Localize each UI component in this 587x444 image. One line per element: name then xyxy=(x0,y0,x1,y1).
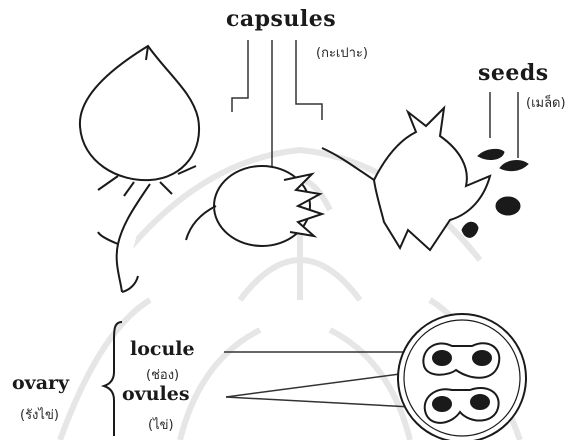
ovule xyxy=(473,351,491,365)
ovule xyxy=(433,351,451,365)
seed xyxy=(500,161,528,171)
capsules-label: capsules xyxy=(226,6,336,32)
seed xyxy=(462,222,478,237)
ovules-label: ovules xyxy=(122,383,190,405)
capsules-thai-label: (กะเปาะ) xyxy=(316,42,368,63)
ovule xyxy=(471,395,489,409)
closed-capsule xyxy=(80,46,199,292)
ovule xyxy=(433,397,451,411)
seed xyxy=(496,197,520,215)
ovules-thai-label: (ไข่) xyxy=(148,414,174,435)
splitting-capsule xyxy=(186,166,322,246)
ovary-thai-label: (รังไข่) xyxy=(20,404,59,425)
seed xyxy=(478,149,504,159)
ovary-cross-section xyxy=(398,314,526,440)
seeds-thai-label: (เมล็ด) xyxy=(526,92,566,113)
locule-thai-label: (ช่อง) xyxy=(146,364,179,385)
ovary-label: ovary xyxy=(12,372,69,394)
seeds-label: seeds xyxy=(478,60,549,86)
locule-label: locule xyxy=(130,338,195,360)
